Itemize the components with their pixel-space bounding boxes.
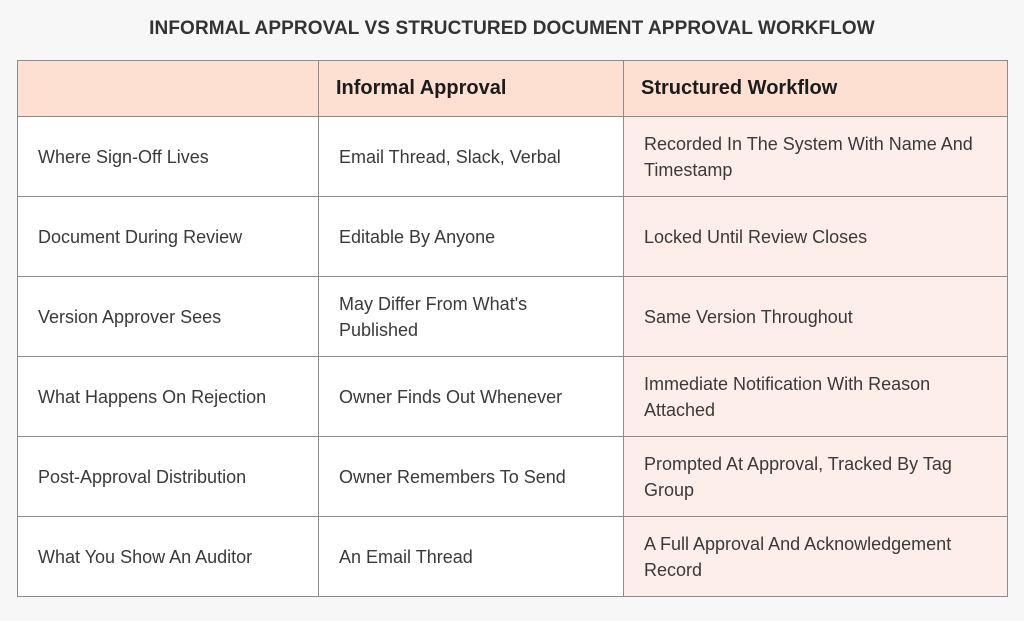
header-criteria xyxy=(17,60,319,117)
row-criteria: Document During Review xyxy=(17,196,319,277)
row-structured: Prompted At Approval, Tracked By Tag Gro… xyxy=(623,436,1008,517)
header-structured-workflow: Structured Workflow xyxy=(623,60,1008,117)
row-informal: Email Thread, Slack, Verbal xyxy=(318,116,624,197)
row-structured: Same Version Throughout xyxy=(623,276,1008,357)
row-structured: A Full Approval And Acknowledgement Reco… xyxy=(623,516,1008,597)
row-structured: Immediate Notification With Reason Attac… xyxy=(623,356,1008,437)
table-row: Where Sign-Off Lives Email Thread, Slack… xyxy=(17,116,1008,197)
row-informal: An Email Thread xyxy=(318,516,624,597)
table-row: What You Show An Auditor An Email Thread… xyxy=(17,516,1008,597)
table-row: What Happens On Rejection Owner Finds Ou… xyxy=(17,356,1008,437)
row-criteria: What You Show An Auditor xyxy=(17,516,319,597)
header-informal-approval: Informal Approval xyxy=(318,60,624,117)
comparison-table: Informal Approval Structured Workflow Wh… xyxy=(17,60,1008,597)
row-informal: Owner Remembers To Send xyxy=(318,436,624,517)
table-header-row: Informal Approval Structured Workflow xyxy=(17,60,1008,117)
row-informal: Editable By Anyone xyxy=(318,196,624,277)
row-structured: Locked Until Review Closes xyxy=(623,196,1008,277)
row-criteria: Version Approver Sees xyxy=(17,276,319,357)
page-title: INFORMAL APPROVAL VS STRUCTURED DOCUMENT… xyxy=(149,18,875,39)
table-row: Post-Approval Distribution Owner Remembe… xyxy=(17,436,1008,517)
row-informal: Owner Finds Out Whenever xyxy=(318,356,624,437)
row-criteria: Where Sign-Off Lives xyxy=(17,116,319,197)
row-structured: Recorded In The System With Name And Tim… xyxy=(623,116,1008,197)
row-criteria: Post-Approval Distribution xyxy=(17,436,319,517)
row-informal: May Differ From What's Published xyxy=(318,276,624,357)
table-row: Version Approver Sees May Differ From Wh… xyxy=(17,276,1008,357)
row-criteria: What Happens On Rejection xyxy=(17,356,319,437)
table-row: Document During Review Editable By Anyon… xyxy=(17,196,1008,277)
